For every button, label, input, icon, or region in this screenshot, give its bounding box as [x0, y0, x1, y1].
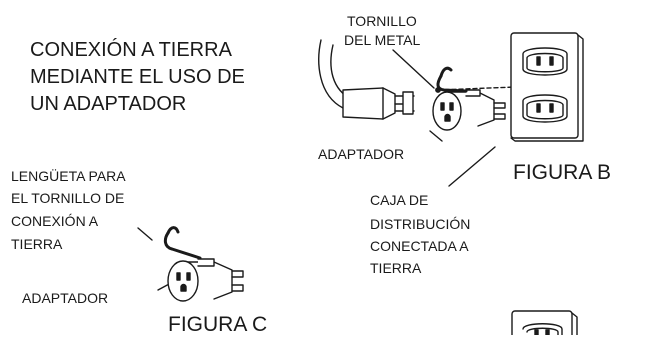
box-label-line-2: DISTRIBUCIÓN [370, 216, 471, 232]
screw-label-line-1: TORNILLO [347, 13, 417, 29]
title-line-1: CONEXIÓN A TIERRA [30, 39, 232, 61]
title-line-2: MEDIANTE EL USO DE [30, 66, 245, 88]
box-label-line-1: CAJA DE [370, 192, 429, 208]
screw-label-line-2: DEL METAL [344, 32, 421, 48]
tab-leader-c [137, 227, 153, 241]
box-leader-b [448, 146, 496, 187]
tab-label-line-3: CONEXIÓN A [11, 213, 99, 229]
figure-b-adapter [432, 89, 506, 131]
figure-b-adapter-label: ADAPTADOR [318, 146, 405, 162]
figure-b-caption: FIGURA B [513, 161, 612, 184]
box-label-line-3: CONECTADA A [370, 238, 469, 254]
figure-c-adapter-label: ADAPTADOR [22, 290, 109, 306]
figure-c-caption: FIGURA C [168, 313, 268, 336]
outlet-partial [511, 310, 578, 335]
plug-body [342, 87, 415, 120]
adapter-leader-b [429, 130, 443, 142]
ground-wire-c [163, 226, 202, 260]
outlet-plate [510, 32, 584, 142]
box-label-line-4: TIERRA [370, 260, 422, 276]
ground-wire-b [436, 66, 468, 93]
figure-c-adapter [167, 258, 244, 302]
tab-label-line-2: EL TORNILLO DE [11, 190, 125, 206]
tab-label-line-1: LENGÜETA PARA [11, 168, 126, 184]
tab-label-line-4: TIERRA [11, 236, 63, 252]
title-line-3: UN ADAPTADOR [30, 93, 187, 115]
